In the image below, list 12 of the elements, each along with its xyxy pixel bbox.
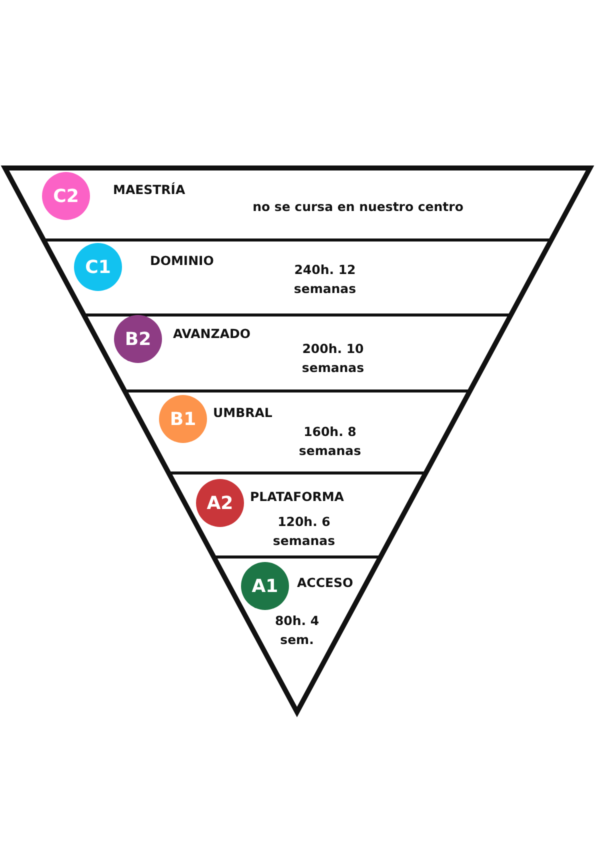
level-name: MAESTRÍA (113, 181, 186, 199)
level-hours-text: 200h. 10 semanas (300, 340, 366, 377)
level-hours-text: 120h. 6 semanas (272, 513, 336, 550)
level-name: AVANZADO (172, 325, 251, 343)
level-hours-text: no se cursa en nuestro centro (252, 198, 464, 216)
level-name: UMBRAL (212, 404, 272, 422)
level-name: ACCESO (296, 574, 354, 592)
level-hours-text: 240h. 12 semanas (292, 261, 358, 298)
level-name: PLATAFORMA (250, 488, 344, 506)
level-hours-text: 80h. 4 sem. (274, 612, 320, 649)
level-hours-text: 160h. 8 semanas (298, 423, 362, 460)
level-name: DOMINIO (150, 252, 214, 270)
